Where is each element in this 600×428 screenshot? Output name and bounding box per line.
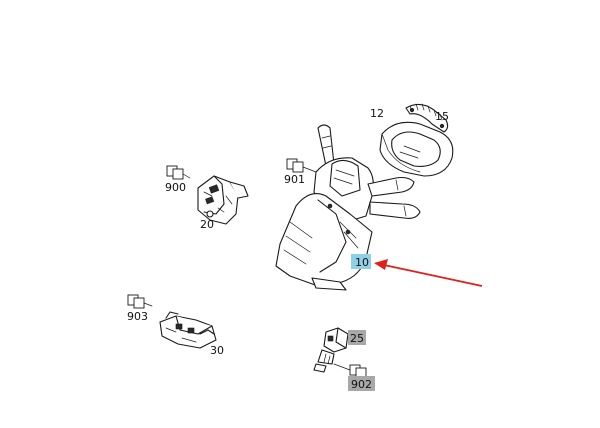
- callout-12: 12: [370, 107, 384, 120]
- part-12-ring[interactable]: [379, 121, 454, 177]
- ref-square-902: [333, 363, 367, 379]
- part-25-sensor[interactable]: [313, 327, 349, 373]
- ref-square-900: [166, 165, 191, 180]
- callout-10-highlight: [351, 254, 371, 269]
- callout-25: 25: [350, 332, 364, 345]
- callout-902: 902: [351, 378, 372, 391]
- part-15-band[interactable]: [405, 103, 449, 133]
- callout-30: 30: [210, 344, 224, 357]
- callout-900: 900: [165, 181, 186, 194]
- callout-15: 15: [435, 110, 449, 123]
- callout-20: 20: [200, 218, 214, 231]
- part-10-column-switch[interactable]: [275, 124, 421, 291]
- callout-25-highlight: [348, 330, 366, 345]
- part-20-module[interactable]: [197, 175, 249, 225]
- pointer-arrow: [374, 259, 483, 287]
- callout-10: 10: [355, 256, 369, 269]
- callout-901: 901: [284, 173, 305, 186]
- ref-square-903: [127, 294, 153, 309]
- part-30-clip[interactable]: [159, 311, 217, 349]
- callout-903: 903: [127, 310, 148, 323]
- ref-square-901: [286, 158, 317, 173]
- callout-902-highlight: [348, 376, 375, 391]
